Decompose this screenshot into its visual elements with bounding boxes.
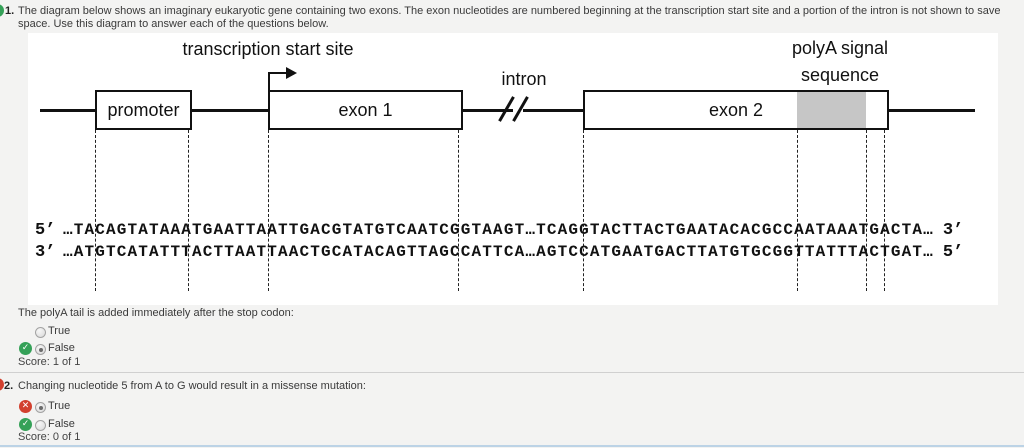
dashed-guide-line	[268, 130, 269, 291]
strand-5prime-label: 5’	[35, 221, 56, 240]
exon1-box: exon 1	[268, 90, 463, 130]
question2-prompt: Changing nucleotide 5 from A to G would …	[18, 380, 366, 392]
polya-label-line1: polyA signal	[791, 38, 889, 58]
strand-5prime-label: 5’	[942, 243, 964, 262]
option-label[interactable]: False	[48, 418, 75, 430]
strand-3prime-label: 3’	[942, 221, 964, 240]
dashed-guide-line	[95, 130, 96, 291]
question1-prompt: The diagram below shows an imaginary euk…	[18, 5, 1001, 30]
tss-arrow-stem	[268, 72, 270, 91]
correct-answer-check-icon: ✓	[19, 342, 32, 355]
polya-label-line2: sequence	[800, 65, 880, 85]
radio-false[interactable]	[35, 420, 46, 431]
question1-sub-prompt: The polyA tail is added immediately afte…	[18, 307, 294, 319]
question2-status-icon	[0, 378, 4, 391]
dashed-guide-line	[866, 130, 867, 291]
wrong-answer-cross-icon: ✕	[19, 400, 32, 413]
option-label[interactable]: True	[48, 325, 71, 337]
question1-option-false[interactable]: ✓ False	[0, 342, 300, 357]
question1-number: 1.	[5, 5, 15, 17]
polya-signal-region	[797, 92, 866, 128]
question1-option-true[interactable]: True	[0, 325, 300, 340]
dashed-guide-line	[797, 130, 798, 291]
tss-label: transcription start site	[182, 39, 354, 59]
dashed-guide-line	[884, 130, 885, 291]
strand-top-sequence: …TACAGTATAAATGAATTAATTGACGTATGTCAATCGGTA…	[63, 221, 934, 239]
tss-arrowhead-icon	[286, 67, 297, 79]
question2-number: 2.	[4, 380, 14, 392]
strand-3prime-label: 3’	[35, 243, 56, 262]
tss-arrow-shaft	[268, 72, 287, 74]
option-label[interactable]: True	[48, 400, 71, 412]
option-label[interactable]: False	[48, 342, 75, 354]
dna-strand-bottom: 3’ …ATGTCATATTTACTTAATTAACTGCATACAGTTAGC…	[35, 243, 963, 262]
dashed-guide-line	[188, 130, 189, 291]
radio-true[interactable]	[35, 327, 46, 338]
question2-score: Score: 0 of 1	[18, 431, 81, 443]
dashed-guide-line	[583, 130, 584, 291]
question2-option-true[interactable]: ✕ True	[0, 400, 300, 415]
radio-true-selected[interactable]	[35, 402, 46, 413]
promoter-box: promoter	[95, 90, 192, 130]
question-divider	[0, 372, 1024, 373]
gene-diagram: promoter exon 1 exon 2 transcription sta…	[28, 33, 998, 305]
correct-answer-check-icon: ✓	[19, 418, 32, 431]
question1-status-icon	[0, 4, 4, 17]
intron-label: intron	[501, 69, 547, 89]
strand-bottom-sequence: …ATGTCATATTTACTTAATTAACTGCATACAGTTAGCCAT…	[63, 243, 934, 261]
bottom-divider	[0, 445, 1024, 447]
question2-option-false[interactable]: ✓ False	[0, 418, 300, 433]
dna-backbone-line	[40, 109, 975, 112]
radio-false-selected[interactable]	[35, 344, 46, 355]
dna-strand-top: 5’ …TACAGTATAAATGAATTAATTGACGTATGTCAATCG…	[35, 221, 963, 240]
dashed-guide-line	[458, 130, 459, 291]
question1-score: Score: 1 of 1	[18, 356, 81, 368]
